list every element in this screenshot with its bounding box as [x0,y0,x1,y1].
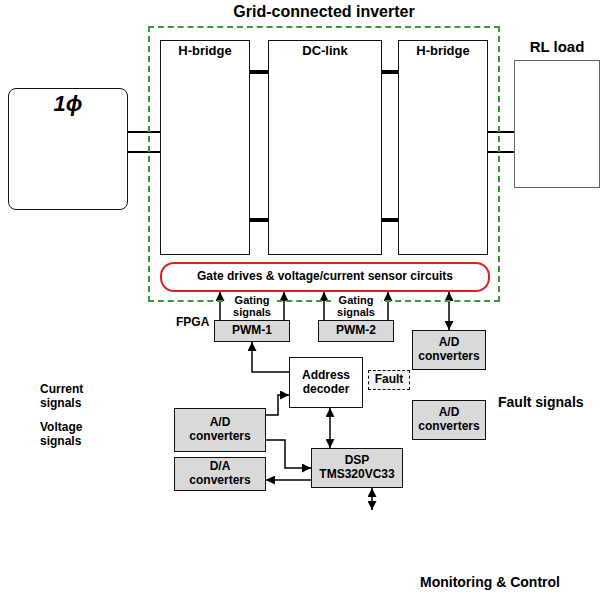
block-label: DSP TMS320VC33 [316,454,398,482]
connector [219,292,221,320]
block-label: A/D converters [179,416,261,444]
fault-block: Fault [368,370,410,390]
adc-block: A/D converters [412,400,485,440]
box-title: H-bridge [399,44,487,59]
probe-arrow [62,580,116,596]
connector [382,72,398,220]
block-label: A/D converters [417,406,480,434]
adc-block: A/D converters [412,330,485,370]
resistor-bank-photo [514,60,600,188]
board-inner-edge [168,312,485,495]
igbt-bridge-schematic [160,72,250,220]
probe-wire [62,500,215,596]
connector [488,132,514,152]
pwm-block: PWM-1 [214,320,290,342]
box-title: FPGA [176,316,209,330]
block-label: PWM-2 [336,324,376,338]
computer-picture [332,516,420,598]
block-label: D/A converters [179,460,261,488]
block-label: PWM-1 [232,324,272,338]
signal-arrow [42,417,173,419]
controller-board [163,307,490,500]
connector [283,292,285,320]
box-title: H-bridge [161,44,249,59]
ac-source-box: 1ϕ [8,88,128,210]
signal-arrow [106,443,173,445]
block-label: Gate drives & voltage/current sensor cir… [197,270,453,284]
connector [250,72,268,220]
connector [371,488,373,510]
signal-label: Fault signals [498,394,598,410]
connector [448,292,450,330]
signal-label: Voltage signals [40,420,104,448]
block-label: Address decoder [294,369,358,397]
signal-label: Current signals [40,382,104,410]
box-title: Monitoring & Control [420,574,560,590]
box-title: Grid-connected inverter [150,3,498,21]
box-title: RL load [515,38,599,55]
ac-source-symbol [38,132,128,187]
inverter-group: H-bridge DC-link H-bridgeGate drives & vol… [148,26,500,302]
connector [387,292,389,320]
connector [266,479,311,481]
signal-label: Gating signals [227,294,277,318]
connector [323,292,325,320]
gate-drive-box: Gate drives & voltage/current sensor cir… [160,262,490,292]
pwm-block: PWM-2 [318,320,394,342]
decoder-block: Address decoder [289,357,363,408]
box-title: DC-link [269,44,381,59]
signal-label: Gating signals [331,294,381,318]
capacitor-picture [282,70,372,227]
h-bridge-panel: H-bridge [398,40,488,255]
igbt-bridge-schematic [398,72,488,220]
connector [266,395,289,415]
adc-block: A/D converters [174,408,266,452]
block-label: A/D converters [417,336,480,364]
dsp-block: DSP TMS320VC33 [311,448,403,488]
connector [266,440,311,468]
connector [128,132,160,152]
oscilloscope-picture [26,506,168,578]
box-title: 1ϕ [9,91,127,116]
block-label: Fault [375,373,404,387]
signal-arrow [492,387,565,389]
dc-link-panel: DC-link [268,40,382,255]
connector [329,408,331,448]
connector [252,342,289,372]
rl-load-photo: RL load [514,60,600,188]
pc-station: Monitoring & Control [328,510,598,608]
h-bridge-panel: H-bridge [160,40,250,255]
dac-block: D/A converters [174,457,266,491]
